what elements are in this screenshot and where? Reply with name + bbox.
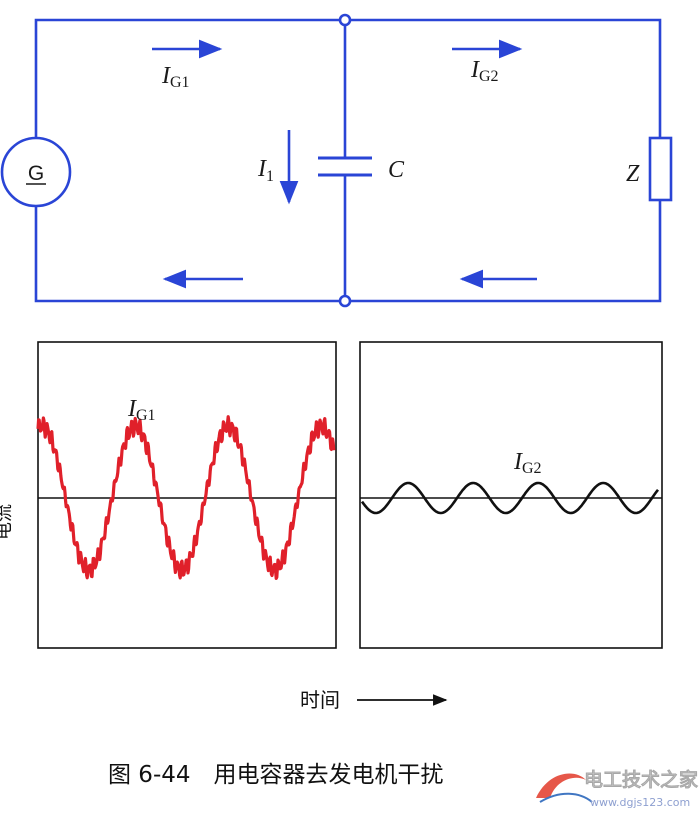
junction-top bbox=[338, 13, 352, 27]
watermark: 电工技术之家 www.dgjs123.com bbox=[536, 768, 699, 809]
wire-left-bottom bbox=[34, 206, 345, 303]
label-capacitor: C bbox=[388, 157, 405, 183]
curve-ig2 bbox=[360, 481, 660, 515]
x-axis-label: 时间 bbox=[300, 688, 340, 712]
plot-right-frame bbox=[359, 341, 663, 649]
watermark-logo-swoosh-icon bbox=[539, 792, 593, 803]
label-i1: I1 bbox=[257, 156, 274, 185]
plot-left: IG1 bbox=[36, 341, 337, 649]
plot-right: IG2 bbox=[359, 341, 663, 649]
watermark-url: www.dgjs123.com bbox=[590, 796, 690, 809]
junction-bottom bbox=[338, 294, 352, 308]
plot-right-curve-label: IG2 bbox=[513, 449, 542, 477]
watermark-title: 电工技术之家 bbox=[584, 768, 699, 791]
circuit-diagram bbox=[0, 13, 673, 308]
wire-left-top bbox=[34, 18, 345, 138]
wire-right-top bbox=[345, 18, 662, 138]
y-axis-label: 电流 bbox=[0, 504, 15, 540]
generator-symbol bbox=[0, 136, 72, 208]
wire-right-bottom bbox=[345, 200, 662, 303]
label-ig1: IG1 bbox=[161, 63, 190, 91]
watermark-logo-icon bbox=[536, 773, 586, 798]
curve-ig1 bbox=[36, 415, 336, 580]
label-load: Z bbox=[626, 161, 640, 187]
label-ig2: IG2 bbox=[470, 57, 499, 85]
plot-left-frame bbox=[37, 341, 337, 649]
generator-label: G bbox=[28, 162, 44, 185]
load-resistor bbox=[648, 136, 673, 202]
figure-caption: 图 6-44 用电容器去发电机干扰 bbox=[108, 762, 444, 788]
plot-left-curve-label: IG1 bbox=[127, 396, 156, 424]
